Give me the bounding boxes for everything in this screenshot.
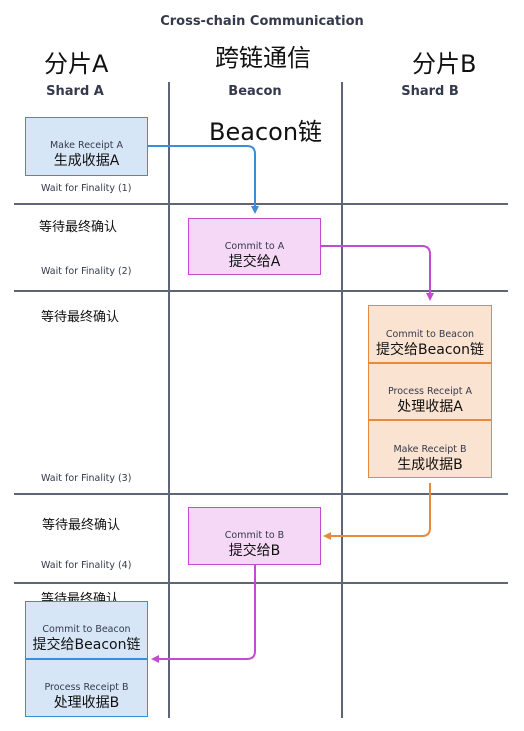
shard-a-cn-label: 分片A	[44, 50, 109, 78]
phase-divider-4	[14, 582, 508, 584]
arrow-receipt-b-to-commit-b	[323, 483, 431, 540]
lane-divider-right	[341, 82, 343, 718]
commit-to-beacon-box-b: Commit to Beacon 提交给Beacon链	[368, 305, 492, 363]
box-en-label: Process Receipt B	[44, 682, 129, 693]
wait-cn-label-4: 等待最终确认	[42, 518, 121, 533]
commit-to-beacon-box-a: Commit to Beacon 提交给Beacon链	[25, 601, 148, 659]
commit-to-b-box: Commit to B 提交给B	[188, 507, 321, 565]
lane-divider-left	[168, 82, 170, 718]
wait-label-4: Wait for Finality (4)	[41, 560, 132, 571]
box-cn-label: 处理收据B	[53, 695, 120, 711]
box-en-label: Commit to A	[224, 241, 285, 252]
box-en-label: Commit to Beacon	[385, 329, 475, 340]
wait-label-2: Wait for Finality (2)	[41, 266, 132, 277]
cross-chain-cn-label: 跨链通信	[215, 44, 311, 72]
column-header-beacon: Beacon	[228, 84, 282, 99]
wait-cn-label-2: 等待最终确认	[39, 220, 118, 235]
column-header-shard-b: Shard B	[401, 84, 459, 99]
box-cn-label: 提交给A	[228, 254, 281, 270]
arrow-commit-a-to-shard-b	[321, 245, 434, 301]
column-header-shard-a: Shard A	[46, 84, 104, 99]
box-en-label: Commit to B	[224, 530, 285, 541]
box-cn-label: 提交给Beacon链	[376, 342, 484, 358]
wait-cn-label-3: 等待最终确认	[41, 310, 120, 325]
make-receipt-a-box: Make Receipt A 生成收据A	[25, 117, 148, 176]
box-en-label: Make Receipt A	[49, 140, 124, 151]
shard-b-cn-label: 分片B	[412, 50, 477, 78]
phase-divider-3	[14, 493, 508, 495]
wait-label-3: Wait for Finality (3)	[41, 473, 132, 484]
box-cn-label: 提交给B	[228, 543, 281, 559]
process-receipt-b-box: Process Receipt B 处理收据B	[25, 659, 148, 717]
beacon-chain-cn-label: Beacon链	[209, 118, 323, 146]
box-cn-label: 处理收据A	[397, 399, 463, 415]
phase-divider-2	[14, 290, 508, 292]
box-en-label: Commit to Beacon	[42, 624, 131, 635]
arrow-receipt-a-to-commit-a	[148, 145, 259, 214]
box-cn-label: 生成收据B	[397, 457, 463, 473]
diagram-title: Cross-chain Communication	[160, 14, 364, 29]
make-receipt-b-box: Make Receipt B 生成收据B	[368, 420, 492, 478]
wait-label-1: Wait for Finality (1)	[41, 183, 132, 194]
box-cn-label: 提交给Beacon链	[32, 637, 141, 653]
arrow-commit-b-to-shard-a	[151, 541, 256, 663]
box-en-label: Make Receipt B	[393, 444, 467, 455]
phase-divider-1	[14, 203, 508, 205]
box-en-label: Process Receipt A	[387, 386, 473, 397]
process-receipt-a-box: Process Receipt A 处理收据A	[368, 363, 492, 420]
box-cn-label: 生成收据A	[53, 153, 120, 169]
commit-to-a-box: Commit to A 提交给A	[188, 218, 321, 275]
